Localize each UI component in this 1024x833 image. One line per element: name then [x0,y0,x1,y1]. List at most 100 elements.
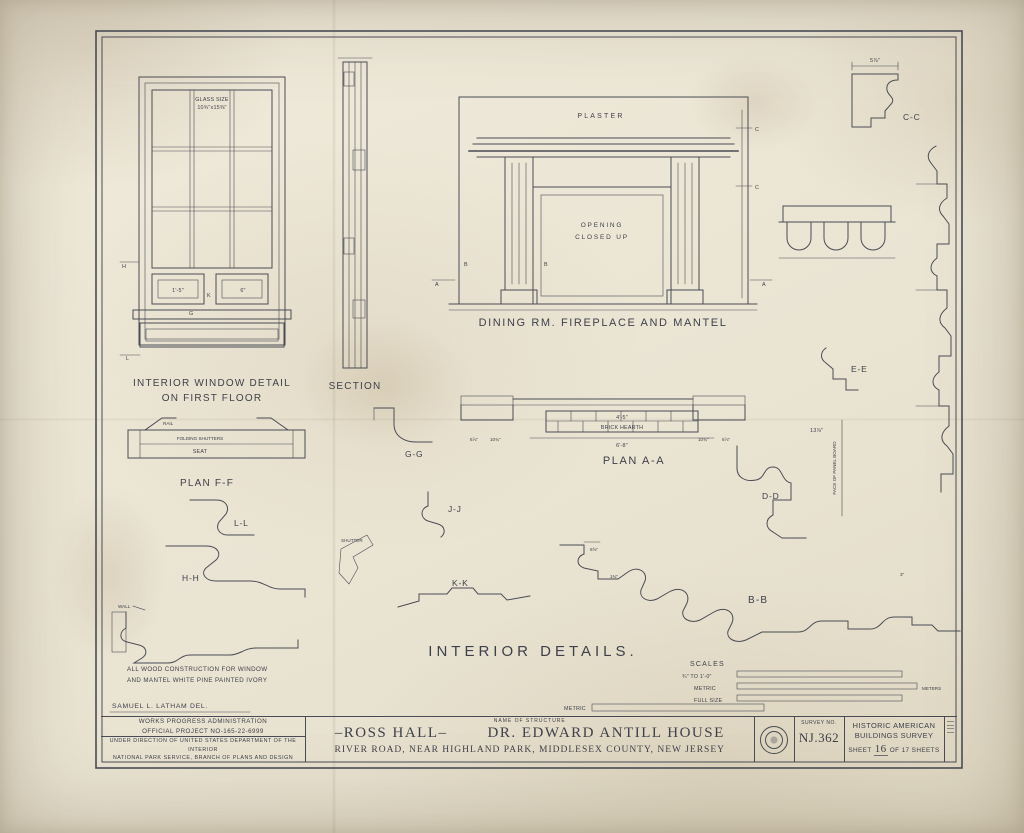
jamb-dim: 6⅞" [470,437,478,442]
opening-label-line2: CLOSED UP [575,234,629,241]
wall-label: WALL [118,604,131,609]
right-architrave-profile [915,145,954,493]
profile-dd-drawing: D-D 13⅞" [736,428,823,539]
wpa-line1: WORKS PROGRESS ADMINISTRATION [138,718,268,725]
overall-width-dim: 6'-8" [616,443,628,449]
wpa-cell: WORKS PROGRESS ADMINISTRATION OFFICIAL P… [101,717,306,762]
doi-line2: NATIONAL PARK SERVICE, BRANCH OF PLANS A… [112,754,294,761]
jamb-dim: 10¾" [490,437,501,442]
seat-label: SEAT [193,449,208,455]
section-marker-c: C [755,127,759,133]
dd-label: D-D [762,491,780,501]
habs-line2: BUILDINGS SURVEY [854,730,934,740]
plan-aa-drawing: 4'-5" BRICK HEARTH 6'-8" 6⅞" 10¾" 10¾" 6… [460,395,746,467]
kk-label: K-K [452,578,469,588]
bottom-metric-scale: METRIC [564,703,765,712]
dd-dim: 13⅞" [810,428,823,434]
full-size-scale-label: FULL SIZE [694,698,722,704]
hh-label: H-H [182,573,200,583]
section-marker-b: B [544,262,548,268]
survey-cell: SURVEY NO. NJ.362 [795,717,845,762]
plan-aa-caption: PLAN A-A [603,455,665,467]
panel-board-note: FACE OF PANEL BOARD [832,441,837,495]
jj-label: J-J [448,504,462,514]
metric-scale-label: METRIC [694,686,716,692]
title-block: WORKS PROGRESS ADMINISTRATION OFFICIAL P… [101,716,957,762]
ee-label: E-E [851,364,868,374]
bb-dim: 6⅝" [590,547,598,552]
wall-baseboard-drawing: WALL [111,604,299,664]
window-caption-line2: ON FIRST FLOOR [162,393,263,404]
panel-gap-dim: 6" [240,288,245,294]
glass-size-value: 10¾"x15⅜" [197,105,226,111]
shutter-label: SHUTTER [341,538,363,543]
doi-line1: UNDER DIRECTION OF UNITED STATES DEPARTM… [109,738,297,753]
gg-label: G-G [405,449,423,459]
stamp-cell [755,717,795,762]
note-line1: ALL WOOD CONSTRUCTION FOR WINDOW [127,666,267,673]
section-marker-a: A [435,282,439,288]
section-marker-l: L [126,356,129,362]
habs-line1: HISTORIC AMERICAN [852,721,936,730]
rail-label: RAIL [163,421,174,426]
imperial-scale-label: ¾" TO 1'-0" [682,674,712,680]
library-stamp-box [945,717,958,762]
opening-label-line1: OPENING [581,222,624,229]
sheet-word: SHEET [848,746,872,754]
profile-ll-drawing: L-L [189,499,255,536]
plaster-label: PLASTER [577,113,624,120]
cc-label: C-C [903,112,921,122]
section-caption: SECTION [329,381,382,392]
wpa-line2: OFFICIAL PROJECT NO-165-22-6999 [142,727,264,735]
structure-name: –ROSS HALL– DR. EDWARD ANTILL HOUSE [335,725,725,742]
window-detail-drawing: GLASS SIZE 10¾"x15⅜" 1'-5" 6" H K G L IN… [119,76,292,404]
shutter-plan-drawing: SHUTTER [338,534,374,585]
window-caption-line1: INTERIOR WINDOW DETAIL [133,378,291,389]
profile-ee-drawing: E-E [821,347,868,391]
survey-number-label: SURVEY NO. [801,720,837,726]
jamb-dim: 10¾" [698,437,709,442]
hearth-width-dim: 4'-5" [616,415,628,421]
panel-width-dim: 1'-5" [172,288,184,294]
profile-cc-drawing: 5⅞" C-C [851,58,921,128]
plan-ff-drawing: RAIL FOLDING SHUTTERS SEAT PLAN F-F [127,417,306,489]
survey-number: NJ.362 [798,730,840,745]
habs-cell: HISTORIC AMERICAN BUILDINGS SURVEY SHEET… [845,717,945,762]
profile-bb-drawing: 6⅝" 1¾" 3" B-B [559,541,961,642]
structure-name-right: DR. EDWARD ANTILL HOUSE [487,725,725,741]
doi-seal-stamp [760,725,788,754]
name-of-structure-label: NAME OF STRUCTURE [493,718,566,724]
panel-board-reference: FACE OF PANEL BOARD [832,419,843,517]
section-marker-k: K [207,293,211,299]
bottom-metric-label: METRIC [564,706,586,712]
cc-dim: 5⅞" [870,58,880,64]
wpa-project: WORKS PROGRESS ADMINISTRATION OFFICIAL P… [101,717,305,738]
section-marker-g: G [189,311,193,317]
profile-gg-drawing: G-G [373,407,433,459]
glass-size-label: GLASS SIZE [195,97,229,103]
profile-hh-drawing: H-H [165,545,306,598]
profile-kk-drawing: K-K [397,578,531,608]
folding-shutters-label: FOLDING SHUTTERS [177,436,223,441]
sheet-main-title: INTERIOR DETAILS. [428,643,637,660]
scales-title: SCALES [690,661,725,668]
sheet-of: OF 17 SHEETS [889,746,940,754]
structure-name-cell: NAME OF STRUCTURE –ROSS HALL– DR. EDWARD… [306,717,755,762]
bb-dim: 3" [900,572,905,577]
bb-label: B-B [748,595,768,606]
structure-name-left: –ROSS HALL– [334,725,448,741]
fireplace-caption: DINING RM. FIREPLACE AND MANTEL [479,317,728,329]
section-marker-h: H [122,264,126,270]
section-marker-a: A [762,282,766,288]
section-marker-c: C [755,185,759,191]
sheet-number: 16 [873,742,888,756]
meters-label: METERS [922,686,941,691]
delineator-name: SAMUEL L. LATHAM DEL. [112,703,208,710]
doi-seal-inner [765,730,783,749]
delineator-credit: SAMUEL L. LATHAM DEL. [109,703,251,713]
plan-ff-caption: PLAN F-F [180,478,234,489]
bb-dim: 1¾" [610,574,618,579]
section-drawing: SECTION [329,57,382,392]
